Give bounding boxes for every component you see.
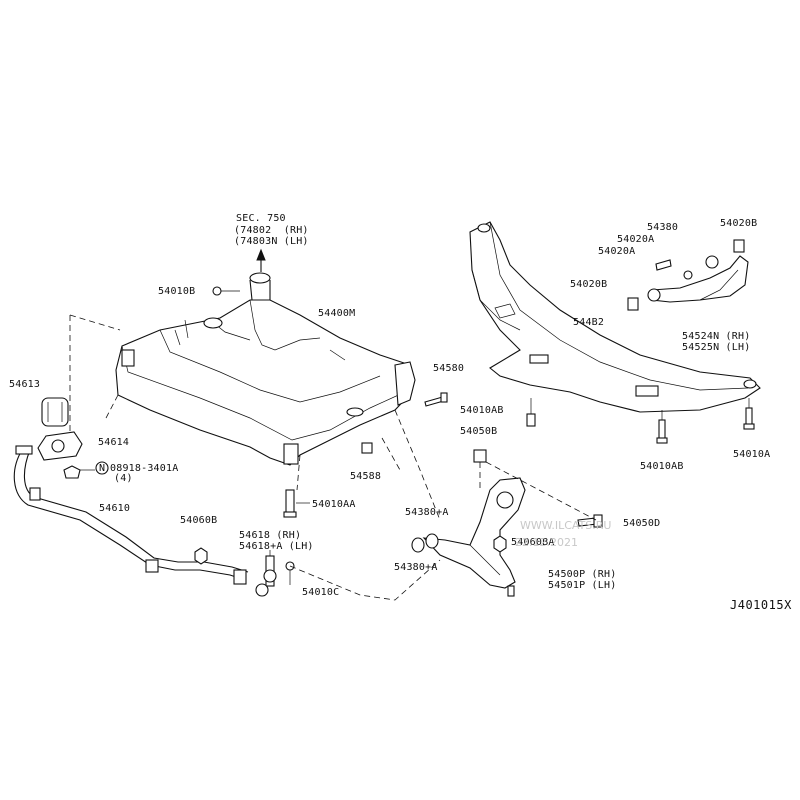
stabilizer-bar-54610[interactable]: [13, 445, 249, 585]
transverse-link-54500P[interactable]: [411, 477, 526, 597]
label-54010AB-left[interactable]: 54010AB: [460, 405, 504, 416]
sec-750-rh: (74802 (RH): [234, 225, 309, 236]
label-54050B[interactable]: 54050B: [460, 426, 498, 437]
bolt-54010B[interactable]: [212, 286, 240, 296]
label-54010A[interactable]: 54010A: [733, 449, 771, 460]
label-54580[interactable]: 54580: [433, 363, 465, 374]
bolt-54580[interactable]: [424, 392, 448, 407]
label-54501P[interactable]: 54501P (LH): [548, 580, 617, 591]
label-08918-circle: N: [99, 463, 106, 474]
label-54618[interactable]: 54618 (RH): [239, 530, 302, 541]
stabilizer-link-54618[interactable]: [255, 550, 277, 597]
label-54010B[interactable]: 54010B: [158, 286, 196, 297]
nut-54010C[interactable]: [285, 561, 295, 585]
label-54010AB-right[interactable]: 54010AB: [640, 461, 684, 472]
label-54613[interactable]: 54613: [9, 379, 41, 390]
label-08918-qty: (4): [114, 473, 133, 484]
bolt-54010A[interactable]: [743, 398, 755, 430]
nut-54060BA[interactable]: [493, 535, 507, 553]
watermark-date: 22.12.2021: [515, 536, 578, 549]
sec-750-title: SEC. 750: [236, 213, 286, 224]
bolt-54020A[interactable]: [655, 259, 672, 271]
label-54380A-lower[interactable]: 54380+A: [394, 562, 438, 573]
diagram-code: J401015X: [730, 598, 792, 612]
upper-link-54524N[interactable]: [647, 255, 749, 303]
label-54010AA[interactable]: 54010AA: [312, 499, 356, 510]
label-54020A-top[interactable]: 54020A: [617, 234, 655, 245]
nut-54020B-top[interactable]: [733, 239, 745, 253]
bushing-54613[interactable]: [41, 397, 69, 427]
label-54614[interactable]: 54614: [98, 437, 130, 448]
label-54500P[interactable]: 54500P (RH): [548, 569, 617, 580]
nut-54020B-side[interactable]: [627, 297, 639, 311]
bolt-54010AB-left[interactable]: [526, 398, 536, 427]
nut-08918[interactable]: [63, 461, 109, 479]
upper-member-544B2[interactable]: [469, 221, 761, 413]
nut-54380[interactable]: [683, 270, 693, 280]
label-54610[interactable]: 54610: [99, 503, 131, 514]
bolt-54050D[interactable]: [577, 514, 603, 528]
label-54618A[interactable]: 54618+A (LH): [239, 541, 314, 552]
suspension-member-54400M[interactable]: [115, 272, 416, 466]
watermark-site: WWW.ILCATS.RU: [520, 519, 612, 532]
label-54020B-top[interactable]: 54020B: [720, 218, 758, 229]
label-54050D[interactable]: 54050D: [623, 518, 661, 529]
label-54380[interactable]: 54380: [647, 222, 679, 233]
label-544B2[interactable]: 544B2: [573, 317, 605, 328]
bolt-54010AA[interactable]: [283, 489, 310, 518]
clamp-54614[interactable]: [37, 431, 83, 461]
label-54588[interactable]: 54588: [350, 471, 382, 482]
label-54020B-side[interactable]: 54020B: [570, 279, 608, 290]
label-54380A-upper[interactable]: 54380+A: [405, 507, 449, 518]
label-54400M[interactable]: 54400M: [318, 308, 356, 319]
label-54525N[interactable]: 54525N (LH): [682, 342, 751, 353]
label-54060B[interactable]: 54060B: [180, 515, 218, 526]
sec-750-lh: (74803N (LH): [234, 236, 309, 247]
label-54010C[interactable]: 54010C: [302, 587, 340, 598]
label-54020A[interactable]: 54020A: [598, 246, 636, 257]
label-54060BA[interactable]: 54060BA: [511, 537, 555, 548]
label-08918[interactable]: 08918-3401A: [110, 463, 179, 474]
nut-54588[interactable]: [361, 442, 373, 454]
nut-54060B[interactable]: [194, 547, 208, 565]
bolt-54010AB-right[interactable]: [656, 410, 668, 444]
bolt-54050B[interactable]: [473, 449, 487, 463]
label-54524N[interactable]: 54524N (RH): [682, 331, 751, 342]
